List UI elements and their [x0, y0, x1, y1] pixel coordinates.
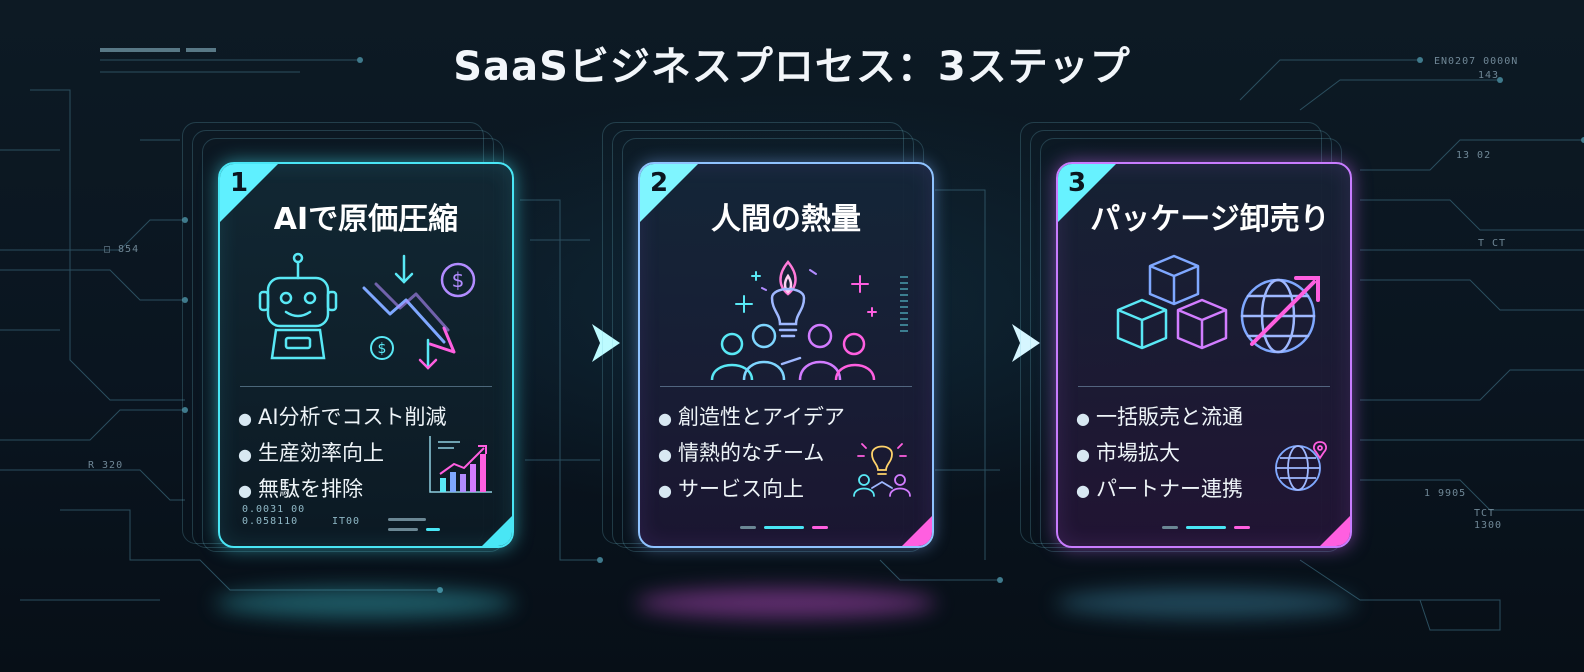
sparkle-icon — [735, 269, 877, 317]
dollar-coin-icon: $ — [370, 336, 394, 360]
page-title: SaaSビジネスプロセス：3ステップ — [453, 44, 1131, 90]
step-3-frame: 3 パッケージ卸売り — [1020, 122, 1352, 552]
card-divider — [660, 386, 912, 387]
micro-label: EN0207 0000N — [1434, 56, 1519, 67]
micro-label: TCT — [1474, 508, 1496, 519]
decor-bars — [388, 506, 434, 525]
card-floor-glow — [636, 588, 936, 618]
bullet-item: ●パートナー連携 — [1076, 477, 1243, 501]
flame-lightbulb-icon — [770, 260, 806, 338]
step-1-card: 1 AIで原価圧縮 — [218, 162, 514, 548]
step-title: パッケージ卸売り — [1090, 202, 1330, 237]
step-3-bullets: ●一括販売と流通 ●市場拡大 ●パートナー連携 — [1076, 400, 1243, 508]
corner-accent — [1320, 516, 1350, 546]
corner-accent — [482, 516, 512, 546]
step-1-bullets: ●AI分析でコスト削減 ●生産効率向上 ●無駄を排除 — [238, 400, 447, 508]
micro-label: 0.058110 — [242, 516, 299, 527]
step-number: 2 — [650, 168, 669, 198]
micro-label: 0.0031 00 — [242, 504, 306, 515]
decor-bars — [1162, 514, 1258, 533]
micro-label: T CT — [1478, 238, 1507, 249]
step-2-bullets: ●創造性とアイデア ●情熱的なチーム ●サービス向上 — [658, 400, 845, 508]
svg-text:$: $ — [452, 268, 465, 292]
dollar-coin-icon: $ — [440, 262, 476, 298]
down-arrow-icon — [394, 254, 438, 370]
decor-bars — [740, 514, 836, 533]
micro-label: R 320 — [88, 460, 124, 471]
step-title: AIで原価圧縮 — [273, 202, 459, 237]
step-3-illustration — [1116, 254, 1320, 354]
bullet-item: ●情熱的なチーム — [658, 441, 825, 465]
micro-label: 1300 — [1474, 520, 1503, 531]
card-floor-glow — [215, 588, 515, 618]
bullet-item: ●サービス向上 — [658, 477, 804, 501]
decor-bars — [388, 516, 448, 535]
card-divider — [1078, 386, 1330, 387]
robot-icon — [258, 252, 338, 360]
step-1-frame: 1 AIで原価圧縮 — [182, 122, 514, 552]
globe-arrow-icon — [1240, 276, 1320, 354]
flow-arrow-icon — [940, 324, 1040, 362]
idea-team-icon — [853, 443, 911, 497]
step-number: 1 — [230, 168, 249, 198]
micro-label: 1 9905 — [1424, 488, 1467, 499]
step-2-frame: 2 人間の熱量 — [602, 122, 934, 552]
micro-label: □ 854 — [104, 244, 140, 255]
corner-tab — [220, 164, 278, 222]
bar-chart-icon — [429, 436, 492, 493]
card-floor-glow — [1056, 588, 1356, 618]
corner-tab — [1058, 164, 1116, 222]
step-title: 人間の熱量 — [711, 202, 861, 237]
flow-arrow-icon — [520, 324, 620, 362]
vertical-meter — [900, 276, 908, 332]
corner-tab — [640, 164, 698, 222]
downtrend-arrow-icon — [362, 282, 456, 354]
bullet-item: ●生産効率向上 — [238, 441, 384, 465]
micro-label: IT00 — [332, 516, 361, 527]
step-2-illustration — [710, 260, 877, 380]
step-number: 3 — [1068, 168, 1087, 198]
bullet-item: ●市場拡大 — [1076, 441, 1180, 465]
step-1-illustration: $ $ — [258, 252, 476, 370]
svg-text:$: $ — [378, 341, 387, 357]
bullet-item: ●無駄を排除 — [238, 477, 363, 501]
bullet-item: ●AI分析でコスト削減 — [238, 405, 447, 429]
boxes-icon — [1116, 254, 1228, 350]
bullet-item: ●創造性とアイデア — [658, 405, 845, 429]
step-3-card: 3 パッケージ卸売り — [1056, 162, 1352, 548]
globe-pin-icon — [1275, 441, 1327, 491]
micro-label: 13 02 — [1456, 150, 1492, 161]
card-divider — [240, 386, 492, 387]
corner-accent — [902, 516, 932, 546]
step-2-card: 2 人間の熱量 — [638, 162, 934, 548]
team-people-icon — [710, 323, 876, 380]
bullet-item: ●一括販売と流通 — [1076, 405, 1243, 429]
micro-label: 143 — [1478, 70, 1500, 81]
